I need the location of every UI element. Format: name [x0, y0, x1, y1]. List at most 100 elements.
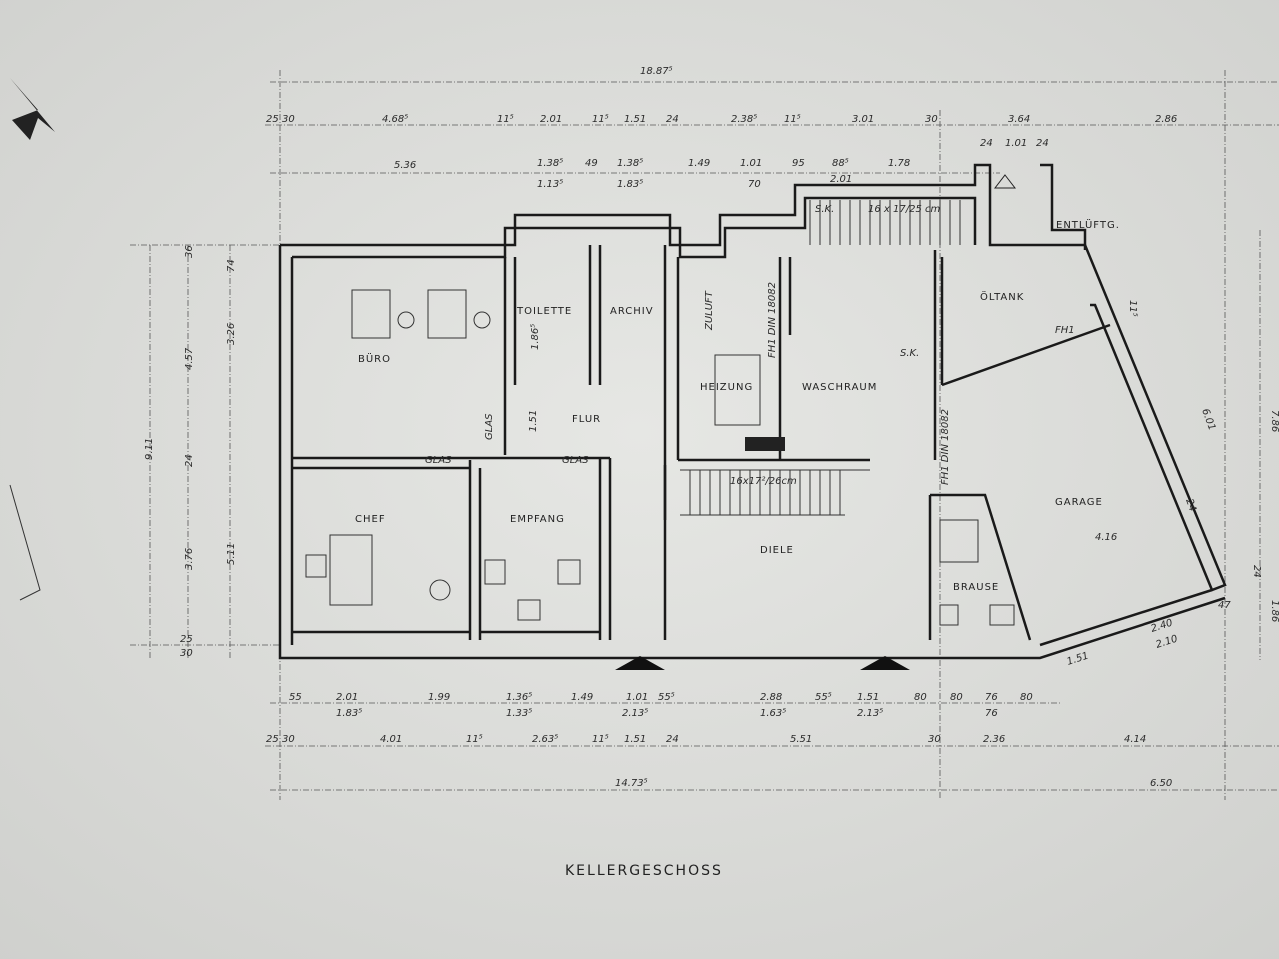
dim: 2.86 [1155, 114, 1177, 125]
dim: 30 [180, 648, 193, 659]
dim: 25 [266, 734, 279, 745]
dim: 5.36 [394, 160, 416, 171]
fire-door-label: FH1 DIN 18082 [940, 409, 951, 485]
room-label-archiv: ARCHIV [610, 306, 654, 317]
dim: 76 [985, 708, 998, 719]
dim: 2.36 [983, 734, 1005, 745]
sk-label: S.K. [900, 348, 919, 359]
room-label-diele: DIELE [760, 545, 794, 556]
dim-overall-top: 18.87⁵ [640, 66, 673, 77]
dim: 55⁵ [658, 692, 675, 703]
room-label-garage: GARAGE [1055, 497, 1103, 508]
dim: 47 [1218, 600, 1231, 611]
room-label-toilette: TOILETTE [516, 306, 572, 317]
dim: 7.86 [1269, 410, 1279, 432]
dim: 55 [289, 692, 302, 703]
dim: 3.64 [1008, 114, 1030, 125]
dim: 11⁵ [592, 114, 609, 125]
dim: 4.57 [184, 347, 195, 370]
dim: 1.01 [740, 158, 762, 169]
dim: 24 [980, 138, 993, 149]
dim: 2.88 [760, 692, 782, 703]
room-label-empfang: EMPFANG [510, 514, 565, 525]
dim: 80 [1020, 692, 1033, 703]
dim: 3.26 [226, 323, 237, 345]
glass-label: GLAS [425, 455, 452, 466]
dim: 1.13⁵ [537, 179, 563, 190]
dim: 14.73⁵ [615, 778, 648, 789]
dim: 4.14 [1124, 734, 1146, 745]
flur-dim: 1.51 [528, 410, 539, 432]
dim: 95 [792, 158, 805, 169]
dim: 1.83⁵ [617, 179, 643, 190]
dim: 70 [748, 179, 761, 190]
walls [278, 163, 1227, 660]
dim: 1.63⁵ [760, 708, 786, 719]
garage-height: 4.16 [1095, 532, 1117, 543]
dim: 1.99 [428, 692, 450, 703]
fold-mark [9, 484, 41, 601]
dims-top-row1: 25 30 4.68⁵ 11⁵ 2.01 11⁵ 1.51 24 2.38⁵ 1… [266, 114, 1177, 125]
dim: 11⁵ [784, 114, 801, 125]
dim: 1.38⁵ [617, 158, 643, 169]
dim: 76 [985, 692, 998, 703]
stair-label: 16x17²/26cm [730, 476, 797, 487]
dim: 1.36⁵ [506, 692, 532, 703]
dim: 1.86 [1269, 600, 1279, 622]
dim: 36 [184, 245, 195, 258]
dim: 2.01 [336, 692, 358, 703]
dims-left: 9.11 4.57 3.26 3.76 5.11 36 74 24 25 30 [144, 245, 237, 659]
dim: 24 [666, 114, 679, 125]
fire-door-label: FH1 [1055, 325, 1075, 336]
dim: 24 [1036, 138, 1049, 149]
furniture [305, 289, 1015, 670]
dim: 1.49 [688, 158, 710, 169]
dim: 30 [925, 114, 938, 125]
dim: 80 [950, 692, 963, 703]
dim: 25 [266, 114, 279, 125]
dim: 1.49 [571, 692, 593, 703]
north-arrow-icon [10, 78, 55, 140]
dim: 2.13⁵ [622, 708, 648, 719]
dim: 2.13⁵ [857, 708, 883, 719]
dim: 88⁵ [832, 158, 849, 169]
dim: 49 [585, 158, 598, 169]
dims-right: 7.86 6.01 1.86 2.40 2.10 1.51 47 24 11⁵ … [1066, 300, 1279, 668]
dim: 24 [666, 734, 679, 745]
dim: 3.01 [852, 114, 874, 125]
plan-title: KELLERGESCHOSS [565, 863, 723, 879]
dim: 11⁵ [466, 734, 483, 745]
dims-bottom-row1: 55 2.01 1.99 1.36⁵ 1.49 1.01 55⁵ 2.88 55… [289, 692, 1033, 719]
label-zuluft: ZULUFT [704, 290, 715, 331]
room-label-oeltank: ÖLTANK [980, 290, 1024, 303]
stair-label: 16 x 17/25 cm [868, 204, 940, 215]
dim: 5.51 [790, 734, 812, 745]
dim: 24 [1183, 497, 1198, 513]
room-label-chef: CHEF [355, 514, 386, 525]
room-label-heizung: HEIZUNG [700, 382, 753, 393]
glass-label: GLAS [484, 413, 495, 440]
dim: 30 [928, 734, 941, 745]
dim: 80 [914, 692, 927, 703]
dim: 1.33⁵ [506, 708, 532, 719]
dim: 5.11 [226, 543, 237, 565]
dim: 6.50 [1150, 778, 1172, 789]
dim: 9.11 [144, 438, 155, 460]
dim: 3.76 [184, 548, 195, 570]
dim: 1.01 [1005, 138, 1027, 149]
dim: 1.51 [624, 734, 646, 745]
dim: 1.38⁵ [537, 158, 563, 169]
dim: 30 [282, 734, 295, 745]
dims-bottom-row2: 25 30 4.01 11⁵ 2.63⁵ 11⁵ 1.51 24 5.51 30… [266, 734, 1172, 789]
dim: 11⁵ [592, 734, 609, 745]
fire-door-label: FH1 DIN 18082 [767, 282, 778, 358]
dim: 30 [282, 114, 295, 125]
room-label-brause: BRAUSE [953, 582, 999, 593]
dimension-lines [130, 70, 1279, 800]
stairs [680, 174, 1017, 516]
dim: 11⁵ [497, 114, 514, 125]
dim: 1.01 [626, 692, 648, 703]
dim: 24 [184, 454, 195, 467]
